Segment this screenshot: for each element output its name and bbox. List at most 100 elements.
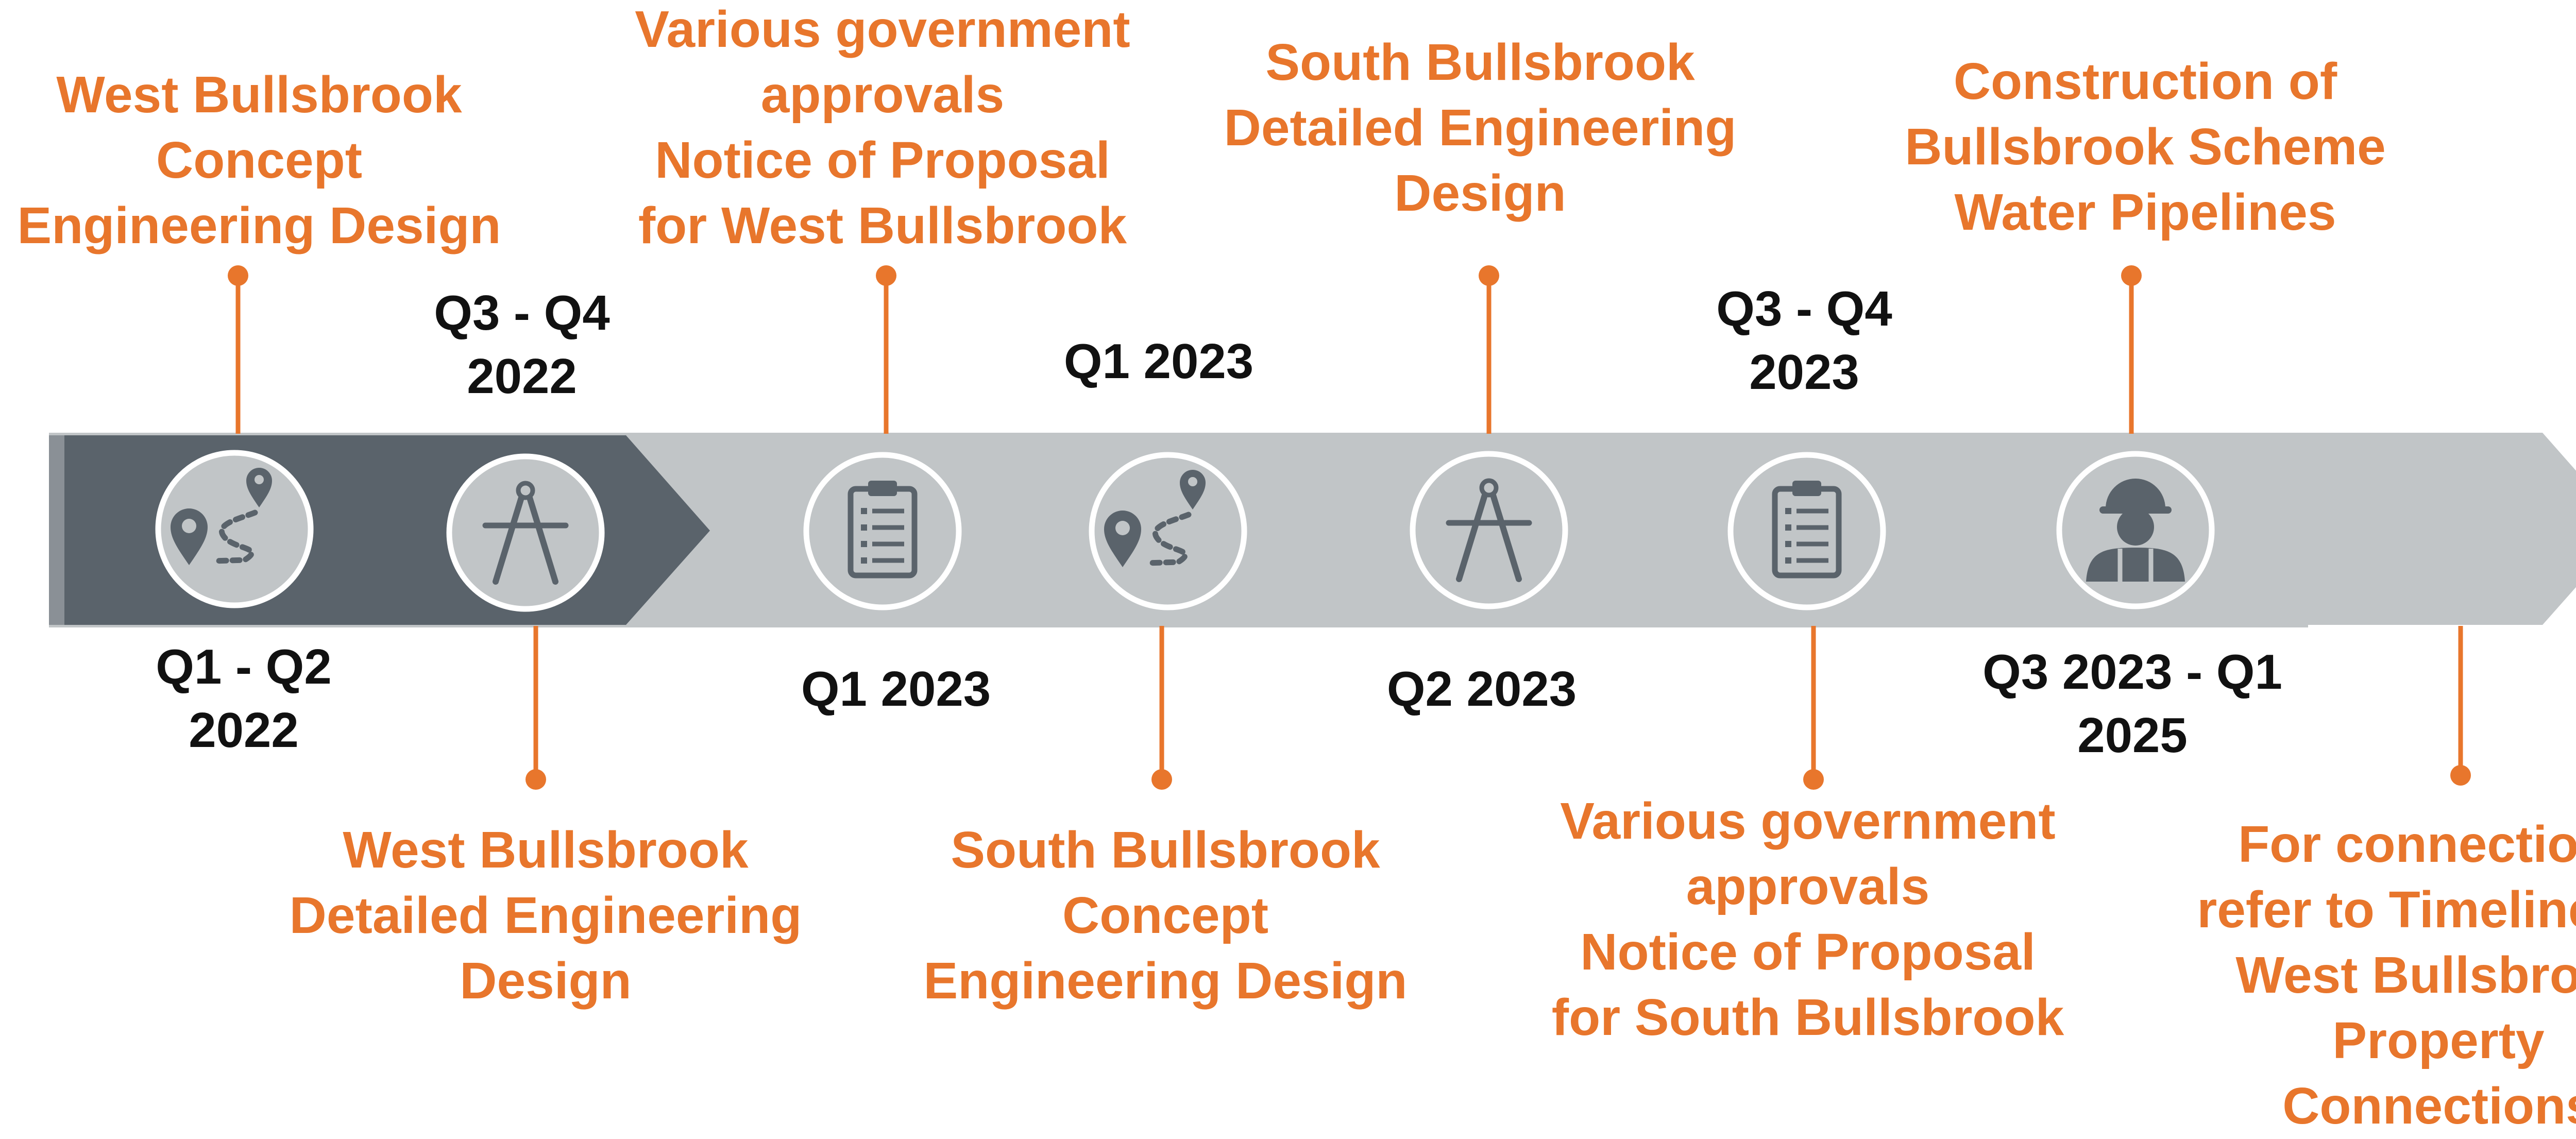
milestone-5-date-line-1: Q2 2023 bbox=[1386, 661, 1577, 717]
milestone-5-label: South Bullsbrook Detailed Engineering De… bbox=[1224, 30, 1737, 226]
clipboard-clip bbox=[1792, 481, 1821, 496]
milestone-nodes bbox=[155, 450, 2215, 612]
milestone-1-label-line-1: West Bullsbrook bbox=[56, 66, 462, 124]
connectors bbox=[228, 265, 2471, 790]
milestone-node-3 bbox=[803, 452, 962, 610]
pin-large-hole bbox=[1115, 521, 1130, 535]
milestone-2-date-line-1: Q3 - Q4 bbox=[434, 285, 610, 341]
route-dotted bbox=[1144, 512, 1192, 566]
milestone-7-date-line-2: 2025 bbox=[2077, 708, 2188, 763]
milestone-node-5 bbox=[1410, 451, 1568, 609]
map-route-icon bbox=[171, 468, 272, 565]
compass-top bbox=[516, 481, 535, 500]
milestone-4-label-line-3: Engineering Design bbox=[923, 952, 1408, 1010]
pin-small bbox=[246, 468, 272, 507]
milestone-7-date: Q3 2023 - Q1 2025 bbox=[1982, 640, 2282, 767]
milestone-5-label-line-2: Detailed Engineering bbox=[1224, 99, 1737, 157]
milestone-6-label-line-2: approvals bbox=[1686, 858, 1930, 915]
pin-small-hole bbox=[1188, 477, 1197, 486]
connector-dot-3 bbox=[876, 265, 896, 286]
milestone-6-date: Q3 - Q4 2023 bbox=[1716, 277, 1892, 404]
node-circle-1 bbox=[155, 450, 314, 608]
milestone-2-date-line-2: 2022 bbox=[467, 349, 577, 404]
milestone-6-date-line-1: Q3 - Q4 bbox=[1716, 281, 1892, 336]
milestone-4-date: Q1 2023 bbox=[1064, 330, 1253, 393]
milestone-3-label: Various government approvals Notice of P… bbox=[635, 0, 1130, 259]
pin-small bbox=[1180, 470, 1206, 509]
map-route-icon bbox=[1104, 470, 1206, 567]
milestone-5-date: Q2 2023 bbox=[1387, 657, 1577, 721]
milestone-node-2 bbox=[446, 453, 605, 612]
connector-dot-2 bbox=[526, 769, 546, 790]
milestone-2-label-line-1: West Bullsbrook bbox=[343, 821, 749, 879]
milestone-6-label-line-1: Various government bbox=[1560, 792, 2056, 850]
vest-straps bbox=[2117, 549, 2154, 582]
milestone-7-label-line-2: Bullsbrook Scheme bbox=[1905, 118, 2386, 176]
milestone-3-label-line-1: Various government bbox=[635, 1, 1130, 58]
milestone-6-label-line-4: for South Bullsbrook bbox=[1551, 989, 2064, 1046]
milestone-6-date-line-2: 2023 bbox=[1749, 345, 1859, 400]
pin-large bbox=[171, 508, 208, 565]
connector-dot-8 bbox=[2450, 765, 2471, 786]
compass-top bbox=[1479, 478, 1499, 498]
connector-dot-6 bbox=[1803, 769, 1824, 790]
connections-note-line-2: refer to Timeline for bbox=[2197, 881, 2576, 939]
band-start-cap bbox=[49, 435, 64, 625]
node-circle-2 bbox=[446, 453, 605, 612]
connections-note-line-4: Property bbox=[2332, 1012, 2545, 1069]
checklist-box-1 bbox=[1785, 508, 1791, 514]
milestone-3-date-line-1: Q1 2023 bbox=[801, 661, 991, 717]
milestone-4-label-line-1: South Bullsbrook bbox=[951, 821, 1380, 879]
pin-large-hole bbox=[182, 519, 196, 533]
node-circle-5 bbox=[1410, 451, 1568, 609]
checklist-box-1 bbox=[861, 508, 867, 514]
milestone-7-label: Construction of Bullsbrook Scheme Water … bbox=[1905, 49, 2386, 245]
milestone-node-1 bbox=[155, 450, 314, 608]
worker-head bbox=[2117, 508, 2154, 546]
compass-legs bbox=[493, 495, 558, 585]
worker-body bbox=[2086, 548, 2185, 582]
construction-worker-icon bbox=[2086, 479, 2185, 582]
milestone-5-label-line-1: South Bullsbrook bbox=[1265, 33, 1695, 91]
connections-note-line-3: West Bullsbrook bbox=[2235, 946, 2576, 1004]
checklist-box-4 bbox=[861, 557, 867, 564]
milestone-1-label-line-3: Engineering Design bbox=[17, 197, 501, 254]
future-band-arrow bbox=[49, 433, 2576, 627]
node-circle-4 bbox=[1089, 452, 1247, 610]
milestone-7-date-line-1: Q3 2023 - Q1 bbox=[1982, 644, 2282, 700]
clipboard-checklist-icon bbox=[848, 481, 918, 579]
checklist-box-4 bbox=[1785, 557, 1791, 564]
milestone-2-label-line-2: Detailed Engineering bbox=[289, 887, 802, 944]
compass-legs bbox=[1456, 492, 1522, 582]
milestone-1-date-line-2: 2022 bbox=[189, 703, 299, 758]
connections-note: For connections refer to Timeline for We… bbox=[2197, 812, 2576, 1139]
connector-dot-7 bbox=[2121, 265, 2142, 286]
node-circle-6 bbox=[1727, 452, 1886, 610]
checklist-box-2 bbox=[1785, 524, 1791, 531]
milestone-3-label-line-3: Notice of Proposal bbox=[655, 131, 1110, 189]
clipboard-clip bbox=[868, 481, 897, 496]
milestone-3-date: Q1 2023 bbox=[801, 657, 991, 721]
pin-large bbox=[1104, 511, 1141, 567]
milestone-7-label-line-3: Water Pipelines bbox=[1954, 183, 2336, 241]
milestone-6-label: Various government approvals Notice of P… bbox=[1552, 789, 2064, 1050]
hard-hat bbox=[2106, 479, 2165, 508]
milestone-1-label-line-2: Concept bbox=[156, 131, 362, 189]
compass-drafting-icon bbox=[1446, 478, 1532, 582]
milestone-node-7 bbox=[2056, 451, 2215, 609]
connections-note-line-5: Connections bbox=[2282, 1077, 2576, 1135]
clipboard-checklist-icon bbox=[1772, 481, 1842, 579]
milestone-1-date-line-1: Q1 - Q2 bbox=[156, 639, 332, 694]
connector-dot-1 bbox=[228, 265, 248, 286]
checklist-box-2 bbox=[861, 524, 867, 531]
milestone-3-label-line-2: approvals bbox=[760, 66, 1005, 124]
milestone-2-label: West Bullsbrook Detailed Engineering Des… bbox=[290, 818, 802, 1014]
milestone-4-label: South Bullsbrook Concept Engineering Des… bbox=[923, 818, 1407, 1014]
milestone-4-date-line-1: Q1 2023 bbox=[1063, 334, 1254, 389]
connector-dot-4 bbox=[1151, 769, 1172, 790]
milestone-2-label-line-3: Design bbox=[460, 952, 632, 1010]
milestone-2-date: Q3 - Q4 2022 bbox=[434, 281, 609, 408]
node-circle-3 bbox=[803, 452, 962, 610]
milestone-1-label: West Bullsbrook Concept Engineering Desi… bbox=[17, 62, 501, 259]
